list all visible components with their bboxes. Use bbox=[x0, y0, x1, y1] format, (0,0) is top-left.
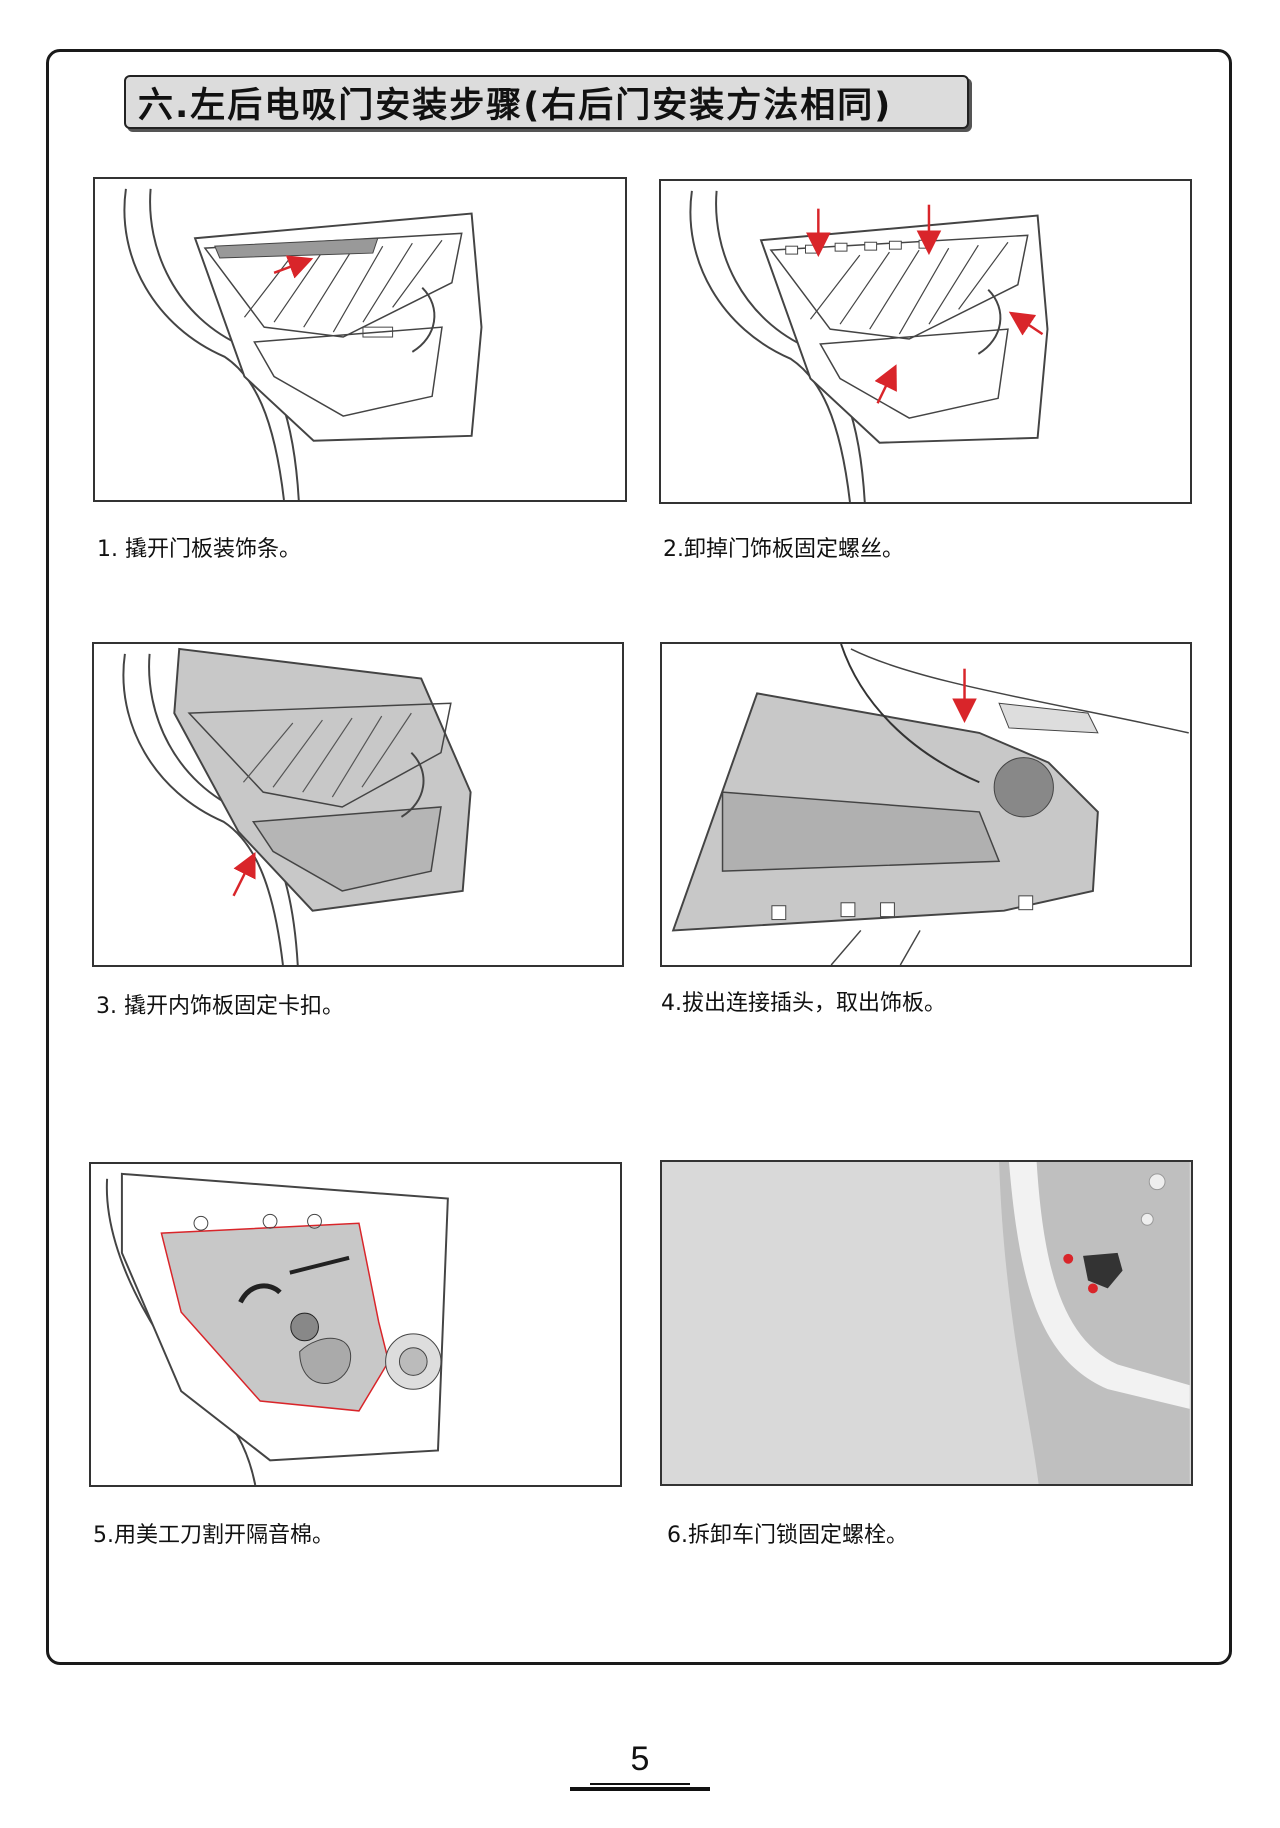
page-number-underline bbox=[570, 1787, 710, 1791]
figure-4-connector bbox=[660, 642, 1192, 967]
figure-6-door-lock bbox=[660, 1160, 1193, 1486]
door-inner-illustration bbox=[105, 1172, 449, 1485]
section-title: 六.左后电吸门安装步骤(右后门安装方法相同) bbox=[138, 85, 893, 126]
step-5-caption: 5.用美工刀割开隔音棉。 bbox=[93, 1523, 334, 1548]
door-illustration-3 bbox=[122, 647, 472, 965]
page-frame bbox=[46, 49, 1232, 1665]
page-number: 5 bbox=[630, 1740, 650, 1778]
figure-2-trim-screws bbox=[659, 179, 1192, 504]
step-2-caption: 2.卸掉门饰板固定螺丝。 bbox=[663, 537, 904, 562]
step-1-caption: 1. 撬开门板装饰条。 bbox=[97, 537, 301, 562]
section-title-box: 六.左后电吸门安装步骤(右后门安装方法相同) bbox=[124, 75, 969, 129]
door-illustration-2 bbox=[689, 190, 1049, 502]
door-illustration-1 bbox=[123, 188, 483, 500]
door-lock-photo bbox=[663, 1162, 1190, 1484]
step-6-caption: 6.拆卸车门锁固定螺栓。 bbox=[667, 1523, 908, 1548]
step-4-caption: 4.拔出连接插头，取出饰板。 bbox=[661, 991, 946, 1016]
figure-1-door-trim-strip bbox=[93, 177, 627, 502]
figure-3-trim-clips bbox=[92, 642, 624, 967]
door-panel-back-illustration bbox=[671, 644, 1189, 965]
step-3-caption: 3. 撬开内饰板固定卡扣。 bbox=[96, 994, 344, 1019]
page-number-underline-top bbox=[590, 1783, 690, 1785]
figure-5-sound-insulation bbox=[89, 1162, 622, 1487]
